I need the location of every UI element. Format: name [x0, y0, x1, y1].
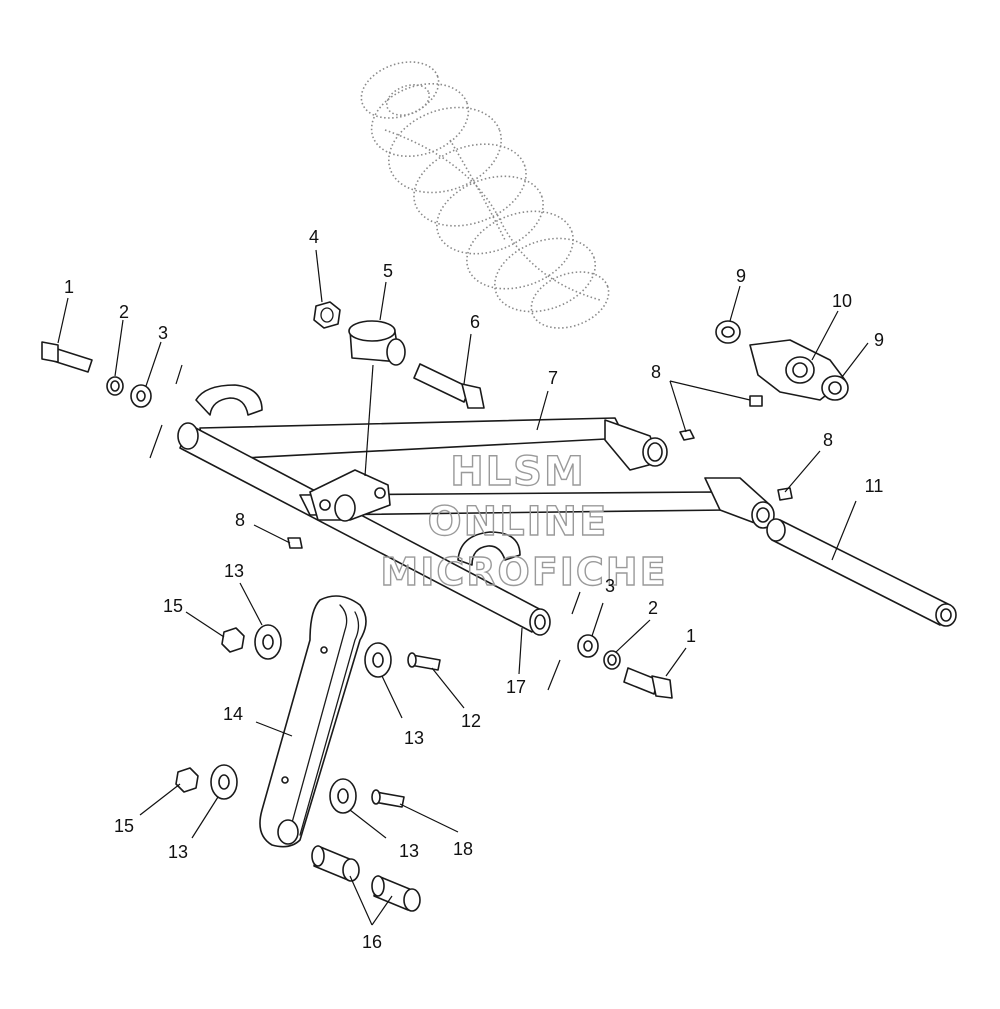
center-lines: [149, 364, 581, 691]
callout-13-bottom-left: 13: [168, 842, 188, 862]
pin-12: [407, 652, 441, 671]
bushing-5: [348, 320, 406, 366]
callout-12: 12: [461, 711, 481, 731]
link-arm: [259, 595, 367, 848]
callout-3-lower: 3: [605, 576, 615, 596]
rear-arm: [195, 384, 668, 471]
washer-3a: [130, 384, 152, 408]
callout-17: 17: [506, 677, 526, 697]
callout-15-top: 15: [163, 596, 183, 616]
spring-ghost: [360, 61, 610, 329]
washer-2a: [106, 376, 124, 396]
callout-2-lower: 2: [648, 598, 658, 618]
watermark-line-1: HLSM: [450, 449, 586, 495]
leader-lines: [57, 249, 869, 926]
callout-8-right: 8: [823, 430, 833, 450]
callout-10: 10: [832, 291, 852, 311]
washer-9b: [821, 375, 849, 401]
callout-14: 14: [223, 704, 243, 724]
washer-13c: [210, 764, 238, 800]
callout-7: 7: [548, 368, 558, 388]
callout-9-top: 9: [736, 266, 746, 286]
washer-13a: [254, 624, 282, 660]
watermark: HLSM ONLINE MICROFICHE: [380, 448, 667, 594]
callout-13-mid: 13: [404, 728, 424, 748]
pin-18: [371, 789, 405, 808]
washer-3b: [577, 634, 599, 658]
nut-15b: [175, 767, 199, 793]
callout-15-bottom: 15: [114, 816, 134, 836]
washer-2b: [603, 650, 621, 670]
washer-13b: [364, 642, 392, 678]
grease-fitting-8b: [749, 395, 763, 407]
washer-9a: [715, 320, 741, 344]
grease-fitting-8c: [777, 487, 793, 501]
shaft: [766, 518, 957, 627]
grease-fitting-8d: [287, 537, 303, 549]
callout-13-top: 13: [224, 561, 244, 581]
callout-6: 6: [470, 312, 480, 332]
watermark-line-3: MICROFICHE: [380, 550, 667, 594]
callout-8-right-top: 8: [651, 362, 661, 382]
watermark-line-2: ONLINE: [428, 499, 609, 545]
callout-8-left: 8: [235, 510, 245, 530]
bushing-16a: [311, 845, 360, 882]
bolt-1b: [623, 667, 673, 699]
nut-4: [313, 301, 341, 329]
callout-13-bottom-right: 13: [399, 841, 419, 861]
callout-5: 5: [383, 261, 393, 281]
bolt-1a: [41, 341, 93, 373]
callout-16: 16: [362, 932, 382, 952]
callout-labels: 1 2 3 4 5 6 7 8 8 8 9 9 10 11 13 15 3 2 …: [64, 227, 884, 952]
callout-11: 11: [865, 476, 884, 496]
callout-18: 18: [453, 839, 473, 859]
bolt-6: [413, 363, 485, 409]
washer-13d: [329, 778, 357, 814]
bushing-16b: [371, 875, 421, 912]
grease-fitting-8a: [679, 429, 695, 441]
callout-4: 4: [309, 227, 319, 247]
front-arm: [177, 422, 775, 636]
nut-15a: [221, 627, 245, 653]
callout-1-lower: 1: [686, 626, 696, 646]
callout-3-upper: 3: [158, 323, 168, 343]
callout-9-side: 9: [874, 330, 884, 350]
callout-2-upper: 2: [119, 302, 129, 322]
callout-1-upper: 1: [64, 277, 74, 297]
